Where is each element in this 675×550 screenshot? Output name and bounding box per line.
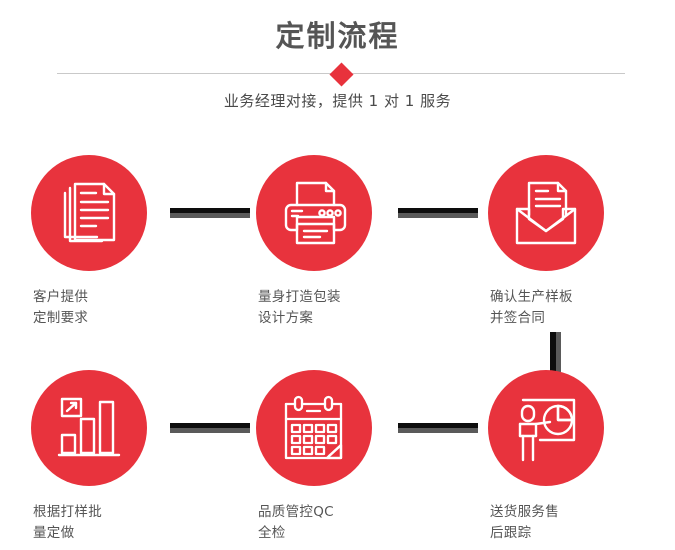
step-3-icon-circle[interactable]: [488, 155, 604, 271]
flow-step-1[interactable]: 客户提供 定制要求: [5, 155, 195, 329]
flow-step-6[interactable]: 送货服务售 后跟踪: [462, 370, 652, 544]
connector-bar-shadow: [556, 332, 561, 372]
step-5-icon-circle[interactable]: [256, 370, 372, 486]
presentation-person-icon: [510, 392, 582, 464]
connector-step2-step3: [398, 208, 478, 218]
page-subtitle: 业务经理对接，提供 1 对 1 服务: [223, 92, 452, 110]
connector-bar-shadow: [398, 213, 478, 218]
connector-bar-top: [398, 208, 478, 213]
header-section: 定制流程 业务经理对接，提供 1 对 1 服务: [0, 0, 675, 125]
connector-step3-step6: [550, 332, 561, 372]
flow-step-6-label: 送货服务售 后跟踪: [490, 504, 559, 541]
flow-step-4[interactable]: 根据打样批 量定做: [5, 370, 195, 544]
step-6-icon-circle[interactable]: [488, 370, 604, 486]
documents-stack-icon: [54, 178, 124, 248]
flow-step-2[interactable]: 量身打造包装 设计方案: [230, 155, 420, 329]
flow-step-5[interactable]: 品质管控QC 全检: [230, 370, 420, 544]
flow-step-3-label: 确认生产样板 并签合同: [490, 289, 573, 326]
title-divider: [57, 61, 625, 87]
diamond-icon: [328, 61, 354, 87]
envelope-document-icon: [510, 177, 582, 249]
connector-step1-step2: [170, 208, 250, 218]
step-1-icon-circle[interactable]: [31, 155, 147, 271]
step-2-icon-circle[interactable]: [256, 155, 372, 271]
step-4-icon-circle[interactable]: [31, 370, 147, 486]
process-flow-diagram: 客户提供 定制要求 量身打造包装 设计方案: [0, 125, 675, 550]
connector-bar-shadow: [170, 428, 250, 433]
connector-step5-step6: [398, 423, 478, 433]
page-title: 定制流程: [275, 19, 400, 53]
connector-step4-step5: [170, 423, 250, 433]
connector-bar-top: [170, 423, 250, 428]
flow-step-3[interactable]: 确认生产样板 并签合同: [462, 155, 652, 329]
calendar-icon: [278, 392, 350, 464]
printer-icon: [278, 177, 350, 249]
flow-step-2-label: 量身打造包装 设计方案: [258, 289, 341, 326]
flow-step-4-label: 根据打样批 量定做: [33, 504, 102, 541]
connector-bar-top: [398, 423, 478, 428]
flow-step-5-label: 品质管控QC 全检: [258, 504, 334, 541]
connector-bar-shadow: [170, 213, 250, 218]
connector-bar-top: [170, 208, 250, 213]
connector-bar-top: [550, 332, 556, 372]
bar-chart-growth-icon: [54, 393, 124, 463]
connector-bar-shadow: [398, 428, 478, 433]
flow-step-1-label: 客户提供 定制要求: [33, 289, 89, 326]
